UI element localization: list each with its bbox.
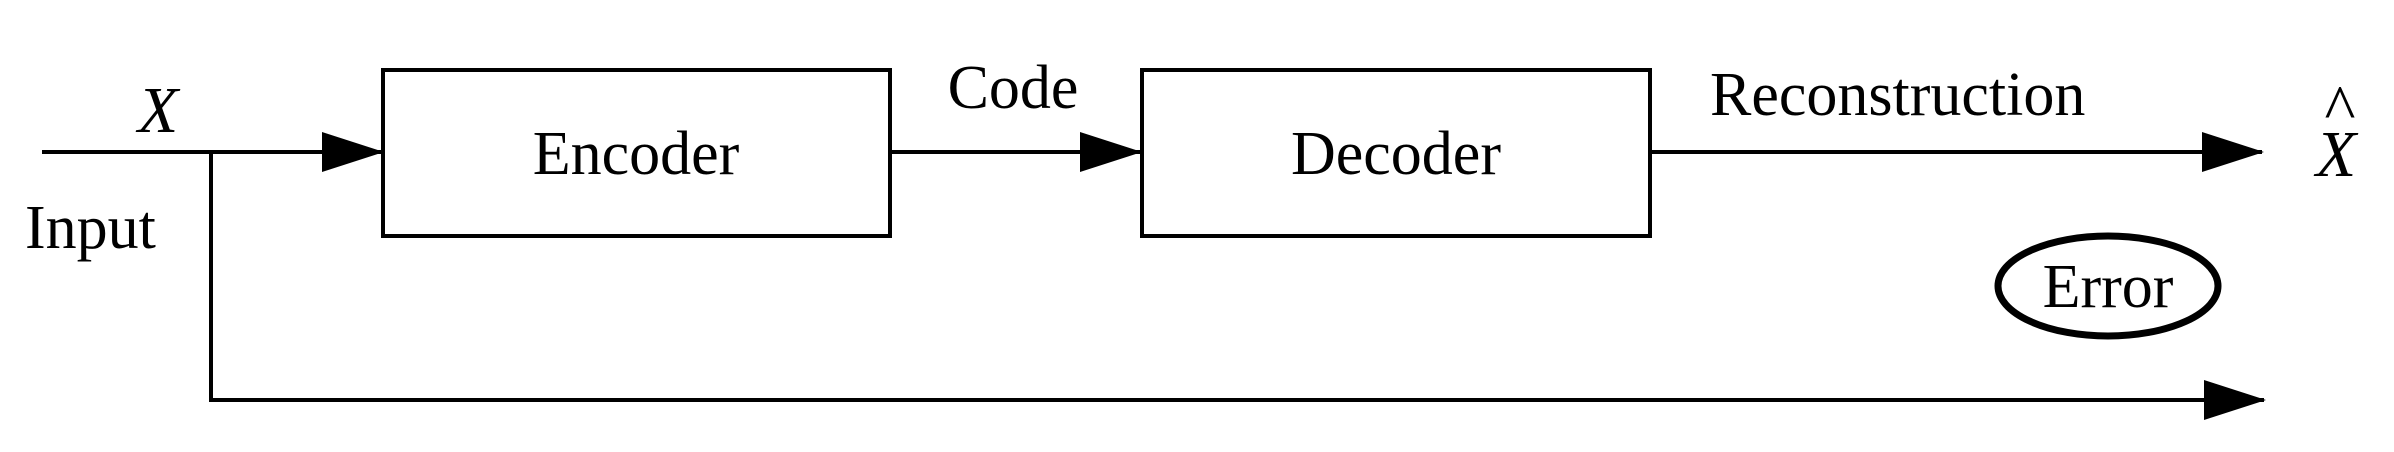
code-label: Code xyxy=(948,54,1079,122)
encoder-block: Encoder xyxy=(381,68,892,238)
output-symbol-hat: ^ xyxy=(2325,72,2356,145)
encoder-label: Encoder xyxy=(533,120,740,188)
skip-connection-line xyxy=(209,152,2262,402)
decoder-label: Decoder xyxy=(1291,120,1501,188)
output-symbol: ^ X xyxy=(2313,72,2359,191)
input-symbol: X xyxy=(135,74,181,147)
reconstruction-label: Reconstruction xyxy=(1710,61,2085,129)
error-label: Error xyxy=(2043,253,2174,321)
input-label: Input xyxy=(25,194,156,262)
output-symbol-x: X xyxy=(2313,118,2359,191)
error-node: Error xyxy=(1994,232,2222,340)
error-ellipse xyxy=(1994,232,2222,340)
decoder-block: Decoder xyxy=(1140,68,1652,238)
